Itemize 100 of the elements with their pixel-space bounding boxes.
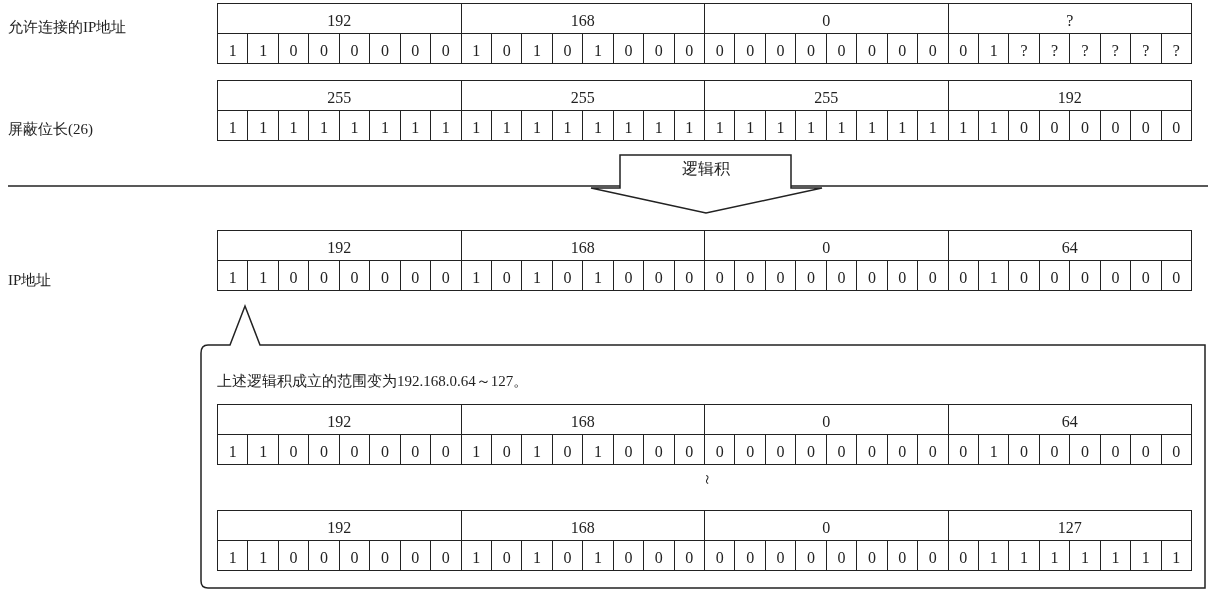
bit-cell: 0 [370, 541, 401, 571]
bit-cell: 1 [522, 541, 553, 571]
bit-cell: 0 [705, 34, 736, 64]
bit-cell: 1 [978, 34, 1010, 64]
bit-cell: ? [1009, 34, 1040, 64]
bit-cell: 0 [1100, 435, 1132, 465]
bit-cell: 0 [1161, 435, 1192, 465]
bit-cell: 0 [1009, 261, 1040, 291]
octet-cell: 192 [218, 4, 462, 34]
bit-cell: 0 [1009, 111, 1040, 141]
octet-cell: 64 [948, 405, 1192, 435]
bit-cell: 0 [309, 34, 340, 64]
bit-cell: 0 [309, 435, 340, 465]
bit-cell: 0 [826, 541, 858, 571]
bit-cell: 0 [552, 34, 584, 64]
octet-cell: 255 [461, 81, 705, 111]
octet-cell: 0 [705, 4, 949, 34]
octet-cell: 192 [218, 405, 462, 435]
bit-cell: 1 [887, 111, 919, 141]
bit-cell: 0 [857, 541, 888, 571]
bit-cell: 1 [461, 34, 492, 64]
bit-cell: 1 [218, 34, 249, 64]
bit-cell: 0 [278, 541, 310, 571]
bit-cell: 0 [887, 261, 919, 291]
bit-cell: 0 [431, 541, 462, 571]
bit-cell: 1 [218, 261, 249, 291]
octet-cell: ? [948, 4, 1192, 34]
bit-cell: 1 [461, 261, 492, 291]
bit-cell: 0 [765, 261, 797, 291]
bit-cell: 0 [552, 435, 584, 465]
bit-cell: ? [1161, 34, 1192, 64]
bit-cell: 1 [522, 261, 553, 291]
bit-cell: 0 [613, 541, 645, 571]
bit-cell: 0 [826, 34, 858, 64]
octet-cell: 168 [461, 4, 705, 34]
callout-text: 上述逻辑积成立的范围变为192.168.0.64～127。 [217, 372, 529, 391]
bit-cell: 0 [552, 541, 584, 571]
bit-cell: 0 [431, 435, 462, 465]
bit-cell: 1 [978, 261, 1010, 291]
bit-cell: 1 [400, 111, 432, 141]
bit-cell: 0 [491, 541, 523, 571]
bit-cell: 0 [857, 34, 888, 64]
octet-cell: 168 [461, 511, 705, 541]
bit-cell: 1 [826, 111, 858, 141]
row-label: IP地址 [8, 271, 52, 290]
arrow-label: 逻辑积 [680, 159, 731, 179]
bit-cell: 1 [248, 261, 279, 291]
octet-cell: 0 [705, 511, 949, 541]
octet-cell: 168 [461, 231, 705, 261]
bit-cell: 0 [278, 435, 310, 465]
bit-cell: 1 [583, 435, 614, 465]
bit-cell: 1 [552, 111, 584, 141]
bit-cell: 0 [1039, 111, 1071, 141]
bit-cell: 0 [400, 261, 432, 291]
bit-cell: 0 [278, 34, 310, 64]
bit-cell: 1 [613, 111, 645, 141]
bit-cell: 1 [583, 541, 614, 571]
bit-cell: 0 [796, 435, 827, 465]
bit-cell: 1 [461, 435, 492, 465]
bit-cell: 0 [735, 541, 766, 571]
bit-cell: 0 [796, 541, 827, 571]
bit-cell: 0 [887, 541, 919, 571]
bit-cell: 0 [735, 34, 766, 64]
row-label: 屏蔽位长(26) [8, 120, 93, 139]
bit-cell: 0 [674, 541, 705, 571]
bit-cell: 1 [248, 34, 279, 64]
range-mark: ～ [699, 471, 716, 487]
bit-cell: 0 [644, 541, 675, 571]
bit-cell: 0 [613, 435, 645, 465]
bit-cell: 0 [857, 261, 888, 291]
bit-cell: 0 [674, 261, 705, 291]
bit-cell: 0 [431, 34, 462, 64]
bit-cell: ? [1039, 34, 1071, 64]
octet-cell: 0 [705, 405, 949, 435]
bit-cell: 1 [278, 111, 310, 141]
bit-cell: 1 [218, 111, 249, 141]
bit-cell: 1 [248, 541, 279, 571]
bit-cell: 0 [1009, 435, 1040, 465]
bit-cell: 1 [1039, 541, 1071, 571]
bit-cell: 0 [613, 261, 645, 291]
bit-cell: 1 [461, 541, 492, 571]
bit-cell: 1 [491, 111, 523, 141]
bit-cell: 1 [218, 541, 249, 571]
bit-cell: 0 [1039, 435, 1071, 465]
bit-cell: 1 [583, 261, 614, 291]
octet-cell: 192 [218, 231, 462, 261]
bit-cell: 0 [1039, 261, 1071, 291]
bit-cell: 0 [705, 261, 736, 291]
bit-cell: 0 [400, 541, 432, 571]
bit-cell: 1 [431, 111, 462, 141]
bit-cell: 0 [644, 34, 675, 64]
row-label: 允许连接的IP地址 [8, 18, 127, 37]
bit-cell: 0 [765, 541, 797, 571]
bit-cell: 1 [644, 111, 675, 141]
bit-cell: 1 [948, 111, 979, 141]
bit-cell: 0 [826, 435, 858, 465]
bit-cell: 1 [522, 34, 553, 64]
bit-cell: 0 [887, 435, 919, 465]
bit-cell: 0 [370, 34, 401, 64]
bit-cell: 1 [248, 435, 279, 465]
